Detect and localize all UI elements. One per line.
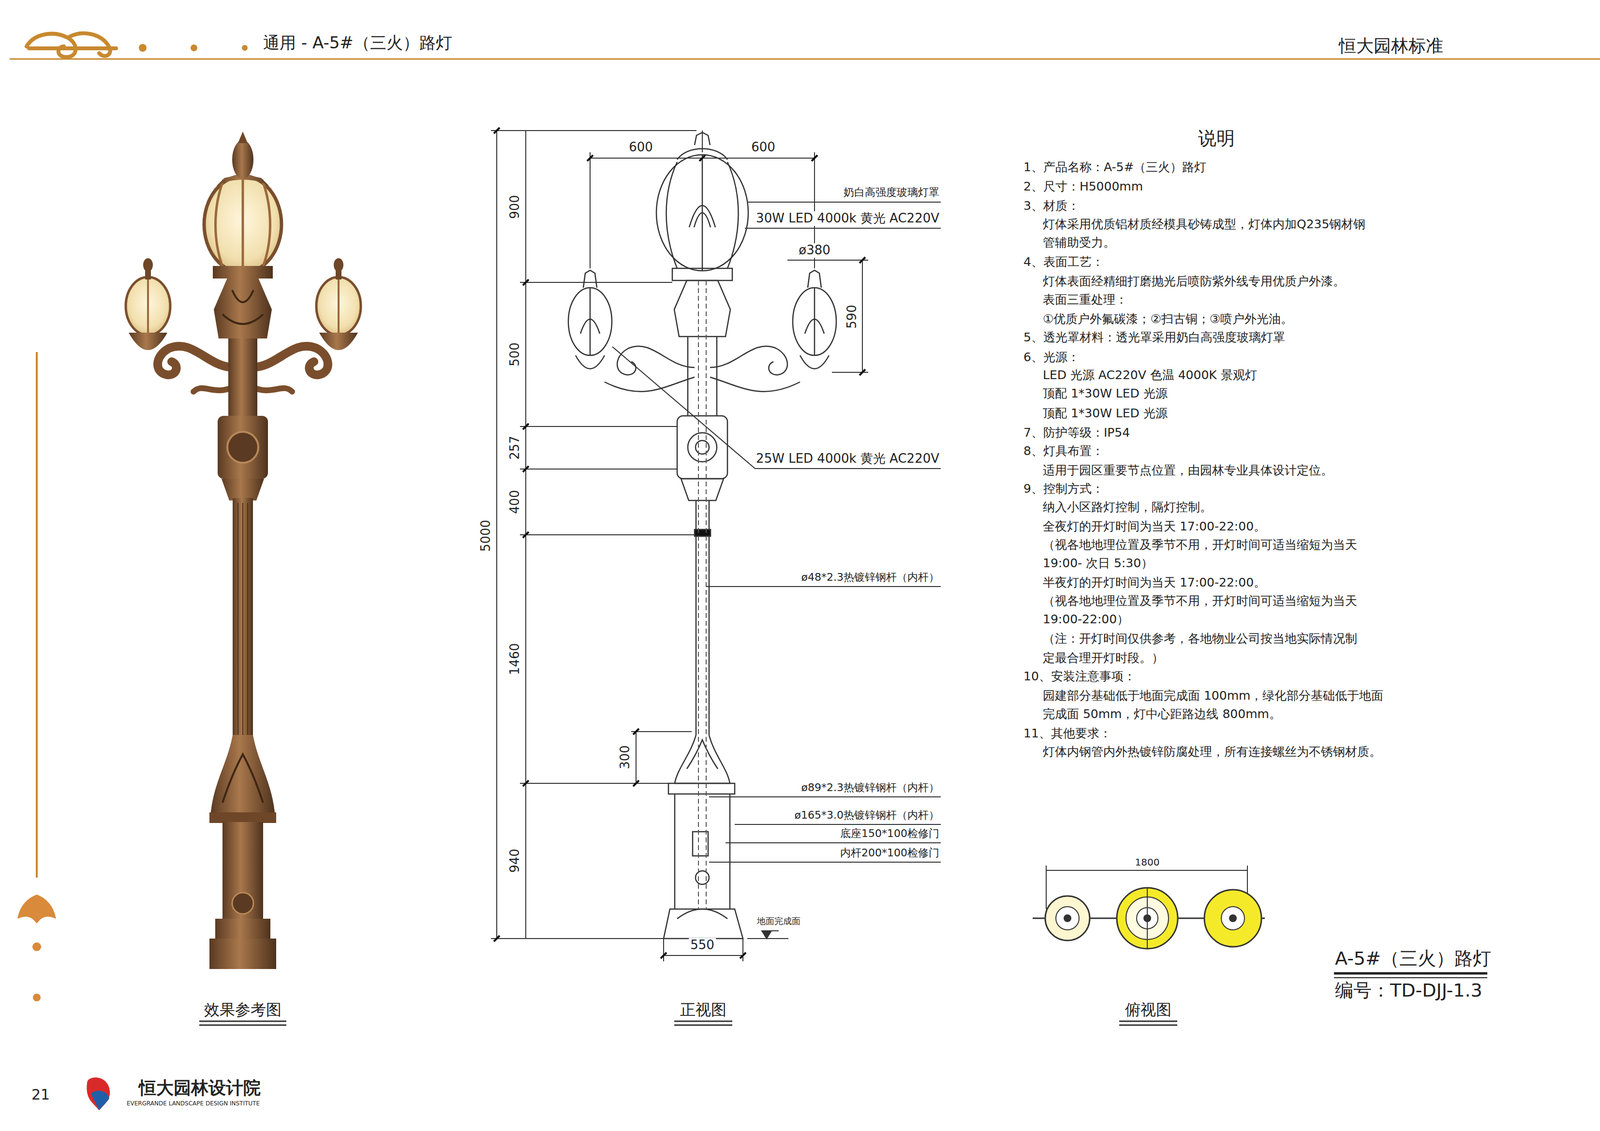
callout-text: 30W LED 4000k 黄光 AC220V: [754, 211, 941, 226]
note-line: LED 光源 AC220V 色温 4000K 景观灯: [1042, 368, 1258, 383]
note-line: 6、光源：: [1023, 350, 1080, 365]
note-line: 19:00-22:00）: [1042, 612, 1129, 627]
dimension: 300: [618, 743, 633, 771]
note-line: 管辅助受力。: [1042, 236, 1116, 251]
note-line: （注：开灯时间仅供参考，各地物业公司按当地实际情况制: [1042, 632, 1358, 647]
dimension: 600: [627, 140, 655, 155]
dimension: 500: [507, 340, 523, 369]
note-line: 全夜灯的开灯时间为当天 17:00-22:00。: [1042, 519, 1266, 534]
note-line: 2、尺寸：H5000mm: [1023, 179, 1143, 194]
note-line: 表面三重处理：: [1042, 293, 1128, 308]
view-caption: 俯视图: [1125, 1001, 1172, 1020]
note-line: 10、安装注意事项：: [1023, 669, 1136, 684]
note-line: 纳入小区路灯控制，隔灯控制。: [1042, 500, 1213, 515]
title-block: A-5#（三火）路灯: [1334, 948, 1492, 970]
dimension: 600: [749, 140, 777, 155]
sheet-standard: 恒大园林标准: [1338, 35, 1444, 56]
dimension: 550: [688, 938, 716, 953]
dimension: 900: [507, 193, 523, 221]
note-line: （视各地地理位置及季节不用，开灯时间可适当缩短为当天: [1042, 594, 1358, 609]
dimension: ø380: [797, 243, 832, 258]
institute-name: 恒大园林设计院: [138, 1078, 261, 1098]
dimension: 940: [507, 847, 523, 875]
note-line: 3、材质：: [1023, 199, 1080, 214]
sheet-title: 通用 - A-5#（三火）路灯: [263, 33, 453, 53]
note-line: 完成面 50mm，灯中心距路边线 800mm。: [1042, 707, 1282, 722]
dimension: 5000: [478, 518, 494, 554]
callout-text: 25W LED 4000k 黄光 AC220V: [754, 451, 941, 467]
drawing-number: 编号：TD-DJJ-1.3: [1334, 980, 1483, 1002]
note-line: 灯体内钢管内外热镀锌防腐处理，所有连接螺丝为不锈钢材质。: [1042, 745, 1382, 760]
view-caption: 效果参考图: [204, 1001, 282, 1020]
note-line: 19:00- 次日 5:30）: [1042, 556, 1154, 571]
note-line: 顶配 1*30W LED 光源: [1042, 386, 1168, 401]
dimension: 1800: [1133, 857, 1162, 869]
page-number: 21: [31, 1086, 50, 1104]
callout-text: ø165*3.0热镀锌钢杆（内杆）: [793, 809, 941, 822]
note-line: 半夜灯的开灯时间为当天 17:00-22:00。: [1042, 576, 1266, 591]
note-line: 顶配 1*30W LED 光源: [1042, 406, 1168, 421]
view-caption: 正视图: [680, 1001, 727, 1020]
institute-name-en: EVERGRANDE LANDSCAPE DESIGN INSTITUTE: [126, 1100, 260, 1108]
callout-text: 奶白高强度玻璃灯罩: [842, 186, 941, 199]
callout-text: ø89*2.3热镀锌钢杆（内杆）: [800, 781, 941, 794]
note-line: 8、灯具布置：: [1023, 444, 1104, 459]
note-line: 灯体采用优质铝材质经模具砂铸成型，灯体内加Q235钢材钢: [1042, 217, 1366, 232]
note-line: 园建部分基础低于地面完成面 100mm，绿化部分基础低于地面: [1042, 689, 1384, 704]
note-line: 9、控制方式：: [1023, 482, 1104, 497]
note-line: ①优质户外氟碳漆；②扫古铜；③喷户外光油。: [1042, 312, 1293, 327]
note-line: 11、其他要求：: [1023, 726, 1112, 741]
dimension: 400: [507, 488, 523, 516]
note-line: 灯体表面经精细打磨抛光后喷防紫外线专用优质户外漆。: [1042, 274, 1346, 289]
note-line: 7、防护等级：IP54: [1023, 426, 1130, 441]
note-line: 4、表面工艺：: [1023, 255, 1104, 270]
callout-text: ø48*2.3热镀锌钢杆（内杆）: [800, 571, 941, 584]
note-line: （视各地地理位置及季节不用，开灯时间可适当缩短为当天: [1042, 538, 1358, 553]
dimension: 1460: [507, 641, 523, 677]
dimension: 590: [844, 303, 860, 331]
callout-text: 底座150*100检修门: [838, 827, 941, 840]
callout-text: 地面完成面: [755, 916, 802, 927]
notes-heading: 说明: [1198, 128, 1235, 150]
note-line: 1、产品名称：A-5#（三火）路灯: [1023, 160, 1207, 175]
note-line: 定最合理开灯时段。）: [1042, 651, 1164, 666]
note-line: 适用于园区重要节点位置，由园林专业具体设计定位。: [1042, 463, 1334, 478]
callout-text: 内杆200*100检修门: [838, 846, 941, 860]
dimension: 257: [507, 434, 523, 462]
note-line: 5、透光罩材料：透光罩采用奶白高强度玻璃灯罩: [1023, 330, 1286, 345]
